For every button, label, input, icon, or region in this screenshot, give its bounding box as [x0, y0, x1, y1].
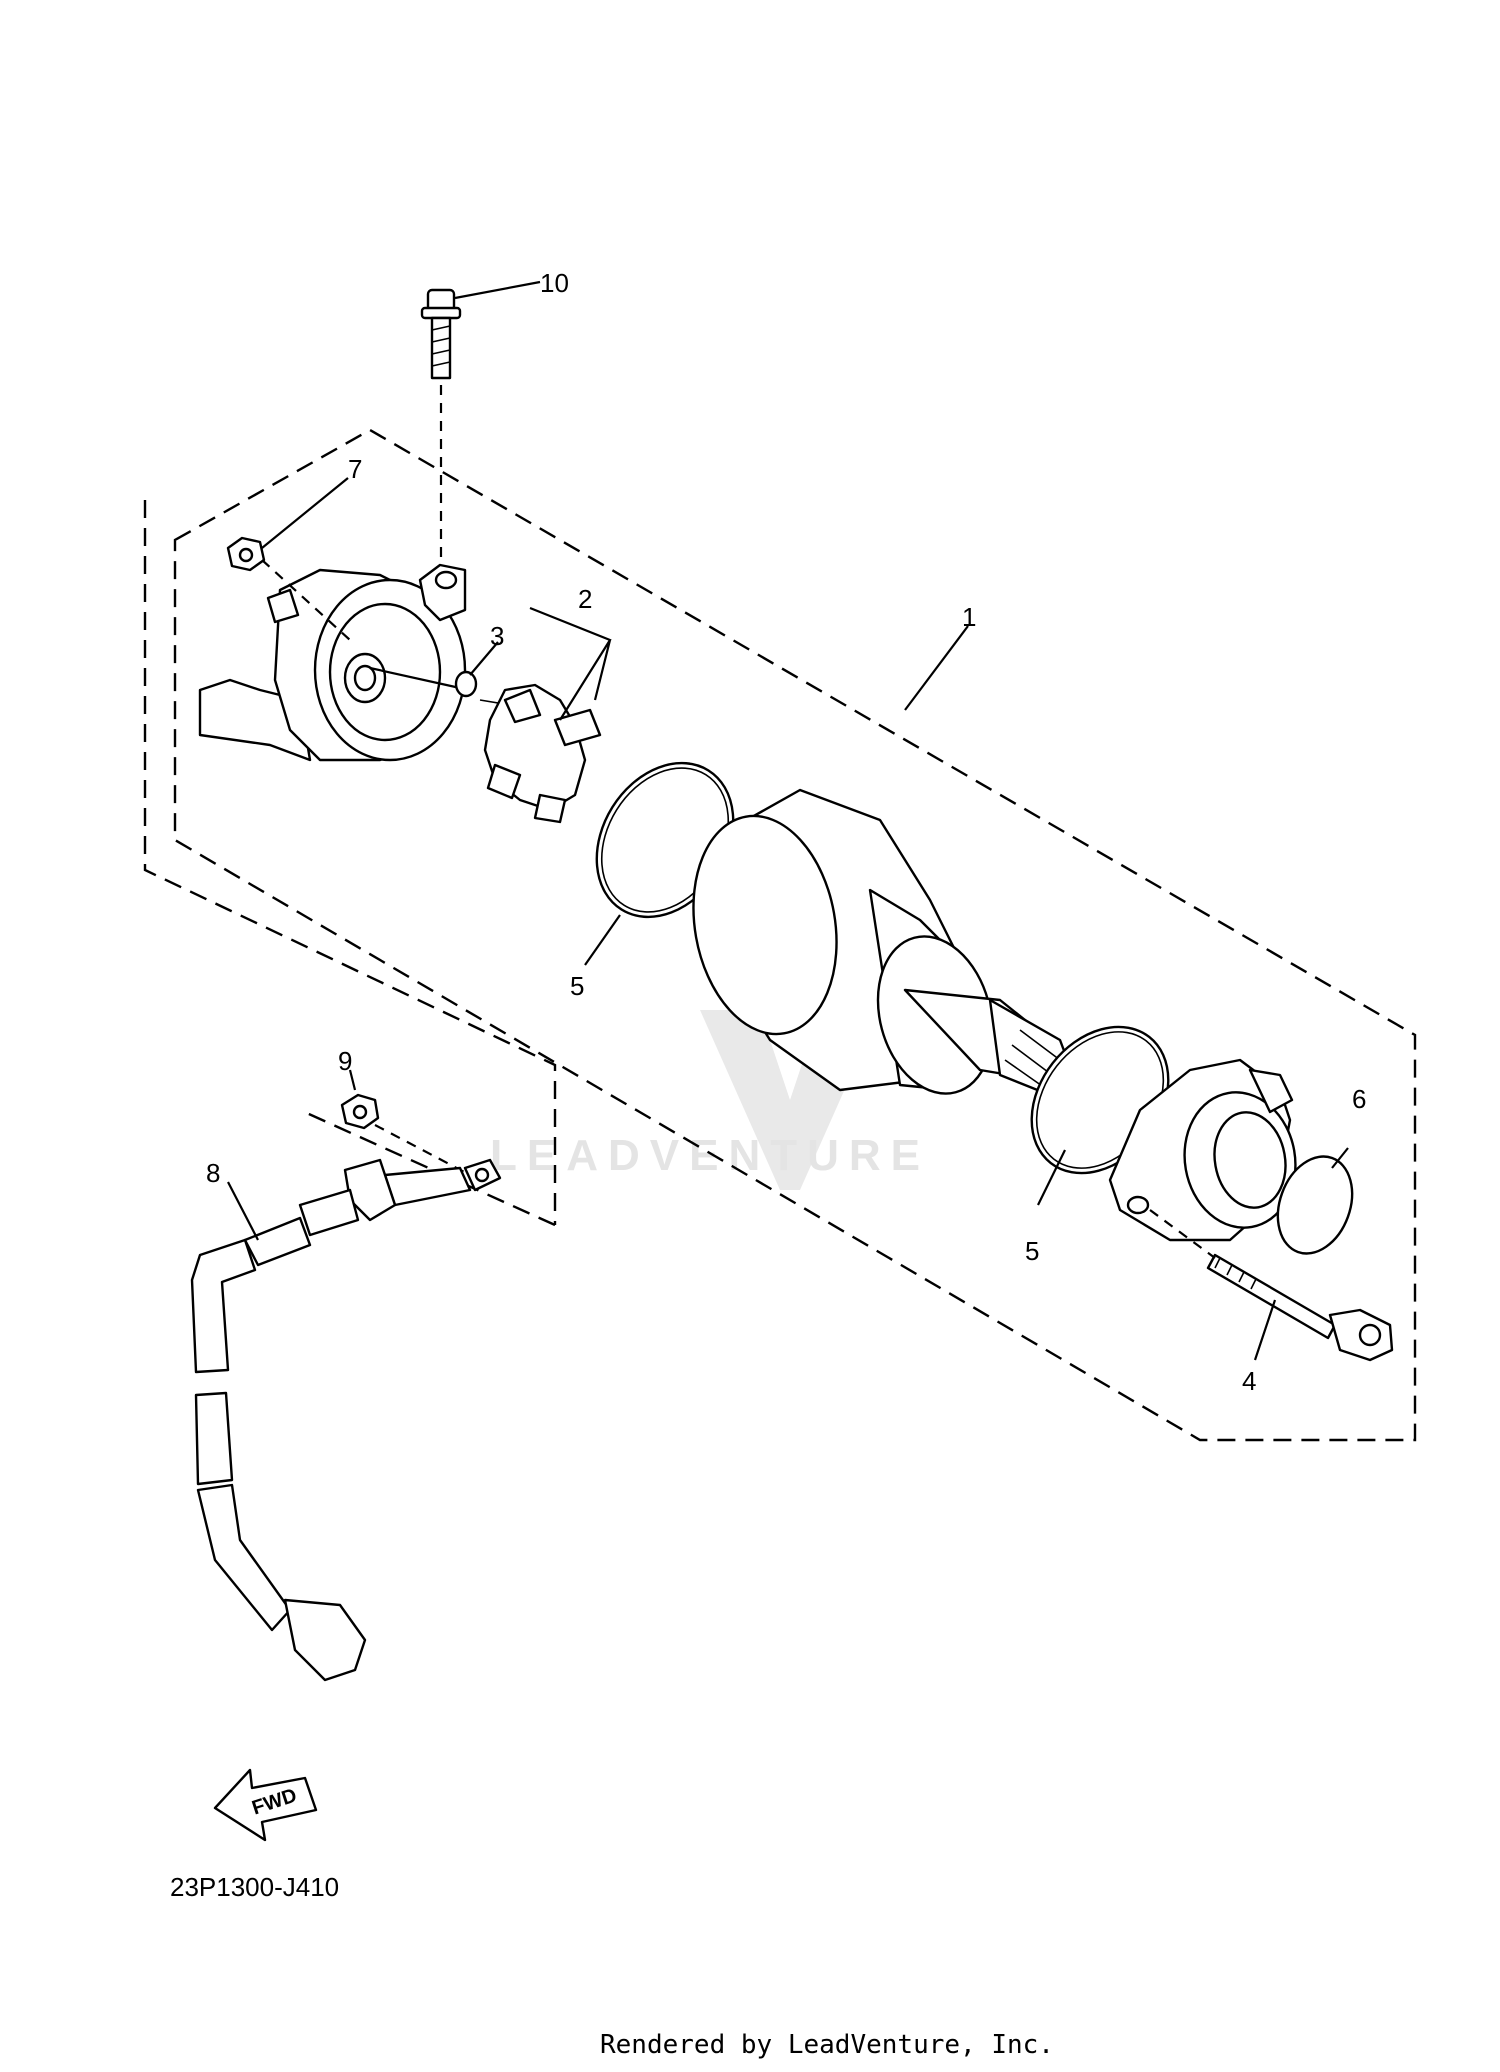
callout-7: 7 [348, 454, 362, 484]
motor-body [692, 788, 1077, 1097]
assembly-boundary-main [173, 428, 1417, 1442]
nut-part-7 [226, 536, 266, 572]
footer-credit: Rendered by LeadVenture, Inc. [600, 2030, 1054, 2060]
leader-lines [227, 280, 1349, 1361]
wire-boundary [299, 1108, 556, 1227]
watermark-text: LEADVENTURE [490, 1131, 930, 1180]
callout-9: 9 [338, 1046, 352, 1076]
wire-lead-part-8 [190, 1158, 502, 1682]
nut-axis-line [261, 559, 351, 641]
callout-4: 4 [1242, 1366, 1256, 1396]
rear-cover [1108, 1058, 1297, 1242]
callout-2: 2 [578, 584, 592, 614]
callout-10: 10 [540, 268, 569, 298]
assembly-boundary-outer [143, 500, 557, 1225]
long-bolt-part-4 [1206, 1253, 1394, 1362]
shaft-axis-line [369, 666, 461, 690]
callout-1: 1 [962, 602, 976, 632]
callout-6: 6 [1352, 1084, 1366, 1114]
callout-5-upper: 5 [570, 971, 584, 1001]
o-ring-part-3 [454, 670, 478, 698]
callout-5-lower: 5 [1025, 1236, 1039, 1266]
brush-holder-part-2 [479, 683, 602, 824]
bolt-part-10 [420, 288, 462, 380]
fwd-direction-arrow: FWD [213, 1768, 318, 1842]
diagram-code: 23P1300-J410 [170, 1872, 340, 1902]
callout-8: 8 [206, 1158, 220, 1188]
front-cover-housing [198, 563, 467, 762]
callout-3: 3 [490, 621, 504, 651]
callouts: 10 7 2 3 1 5 5 6 4 8 9 [206, 268, 1366, 1396]
o-ring-part-6 [1276, 1155, 1354, 1255]
nut-part-9 [340, 1093, 380, 1130]
long-bolt-axis-line [1149, 1209, 1216, 1259]
